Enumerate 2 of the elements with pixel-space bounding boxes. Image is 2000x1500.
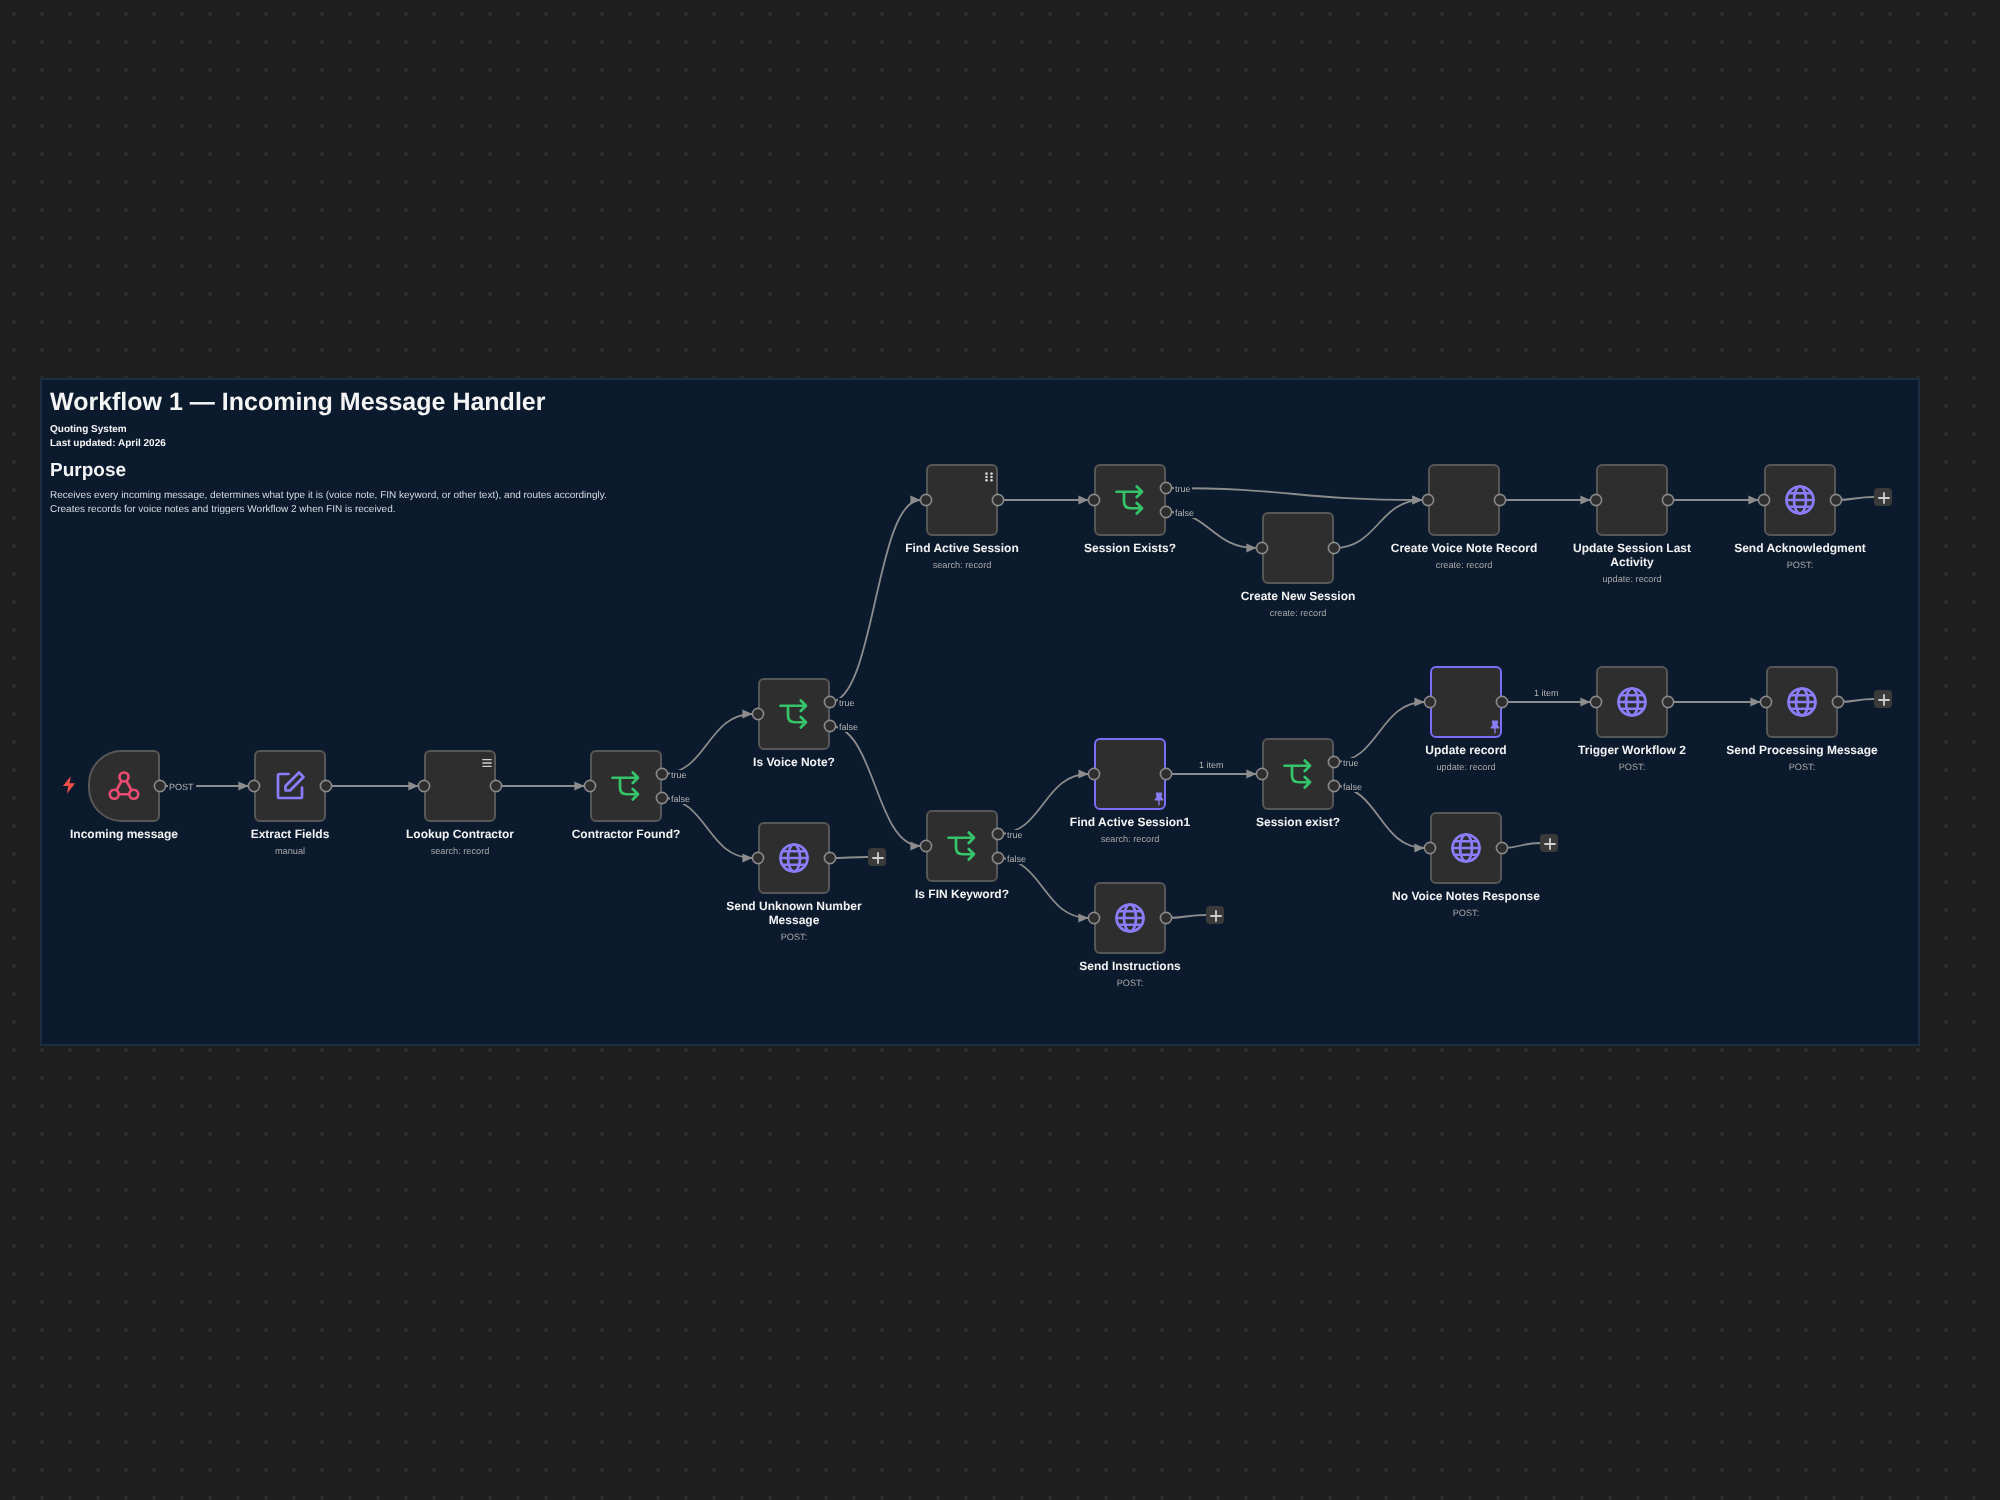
diagram-title: Workflow 1 — Incoming Message Handler — [50, 388, 546, 418]
section-heading: Purpose — [50, 460, 127, 483]
